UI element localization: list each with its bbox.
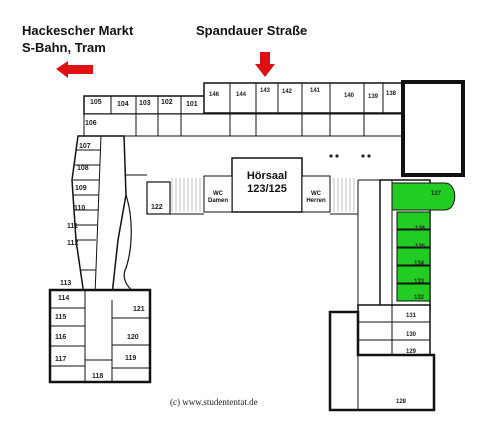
room-146-label: 146	[209, 92, 220, 98]
room-118-label: 118	[92, 373, 103, 380]
room-119-label: 119	[125, 355, 136, 362]
left-wing	[71, 135, 139, 296]
room-111-label: 111	[67, 223, 78, 230]
copyright-credit: (c) www.studententat.de	[170, 397, 258, 407]
room-116-label: 116	[55, 334, 66, 341]
room-106-label: 106	[85, 120, 97, 127]
hoersaal-number: 123/125	[247, 183, 287, 195]
room-122-label: 122	[151, 204, 163, 211]
wc-damen-label-2: Damen	[208, 198, 228, 204]
staircase-block	[401, 80, 465, 177]
hackescher-markt-title: Hackescher Markt	[22, 23, 134, 38]
room-137-highlight	[391, 182, 456, 211]
arrow-left-icon	[56, 61, 93, 78]
room-142-label: 142	[282, 89, 293, 95]
lecture-hall-block: Hörsaal 123/125 WC Damen WC Herren	[171, 157, 355, 213]
corridor-markers	[329, 154, 371, 158]
room-121-label: 121	[133, 306, 145, 313]
room-144-label: 144	[236, 92, 247, 98]
room-135-label: 135	[415, 244, 426, 250]
room-132-label: 132	[414, 295, 425, 301]
room-114-label: 114	[58, 295, 69, 302]
room-107-label: 107	[79, 143, 91, 150]
room-133-label: 133	[414, 279, 425, 285]
room-129-label: 129	[406, 349, 417, 355]
room-103-label: 103	[139, 100, 151, 107]
room-112-label: 112	[67, 240, 78, 247]
room-134-highlight	[396, 247, 431, 266]
bottom-left-block	[48, 288, 152, 384]
room-109-label: 109	[75, 185, 87, 192]
room-137-label: 137	[431, 191, 442, 197]
room-113-label: 113	[60, 280, 71, 287]
room-117-label: 117	[55, 356, 66, 363]
room-140-label: 140	[344, 93, 355, 99]
room-135-highlight	[396, 229, 431, 248]
wc-damen-label-1: WC	[213, 191, 224, 197]
hackescher-markt-label: Hackescher Markt S-Bahn, Tram	[22, 22, 133, 56]
room-141-label: 141	[310, 88, 321, 94]
room-108-label: 108	[77, 165, 89, 172]
room-139-label: 139	[368, 94, 379, 100]
room-136-label: 136	[415, 226, 426, 232]
room-143-label: 143	[260, 88, 271, 94]
room-110-label: 110	[74, 205, 85, 212]
arrow-down-icon	[255, 52, 275, 77]
room-115-label: 115	[55, 314, 66, 321]
room-102-label: 102	[161, 99, 173, 106]
room-101-label: 101	[186, 101, 198, 108]
room-130-label: 130	[406, 332, 417, 338]
spandauer-strasse-label: Spandauer Straße	[196, 23, 308, 38]
wc-herren-label-1: WC	[311, 191, 322, 197]
room-132-highlight	[396, 283, 431, 302]
room-131-label: 131	[406, 313, 417, 319]
room-133-highlight	[396, 265, 431, 284]
room-128-label: 128	[396, 399, 407, 405]
hackescher-markt-subtitle: S-Bahn, Tram	[22, 40, 106, 55]
room-105-label: 105	[90, 99, 102, 106]
room-labels: 105 104 103 102 101 146 144 143 142 141 …	[55, 88, 442, 405]
room-136-highlight	[396, 211, 431, 230]
room-120-label: 120	[127, 334, 139, 341]
room-104-label: 104	[117, 101, 129, 108]
highlighted-rooms	[391, 182, 456, 302]
room-134-label: 134	[414, 261, 425, 267]
wc-herren-label-2: Herren	[306, 198, 326, 204]
hoersaal-title: Hörsaal	[247, 170, 287, 182]
room-138-label: 138	[386, 91, 397, 97]
top-wing	[83, 82, 405, 137]
